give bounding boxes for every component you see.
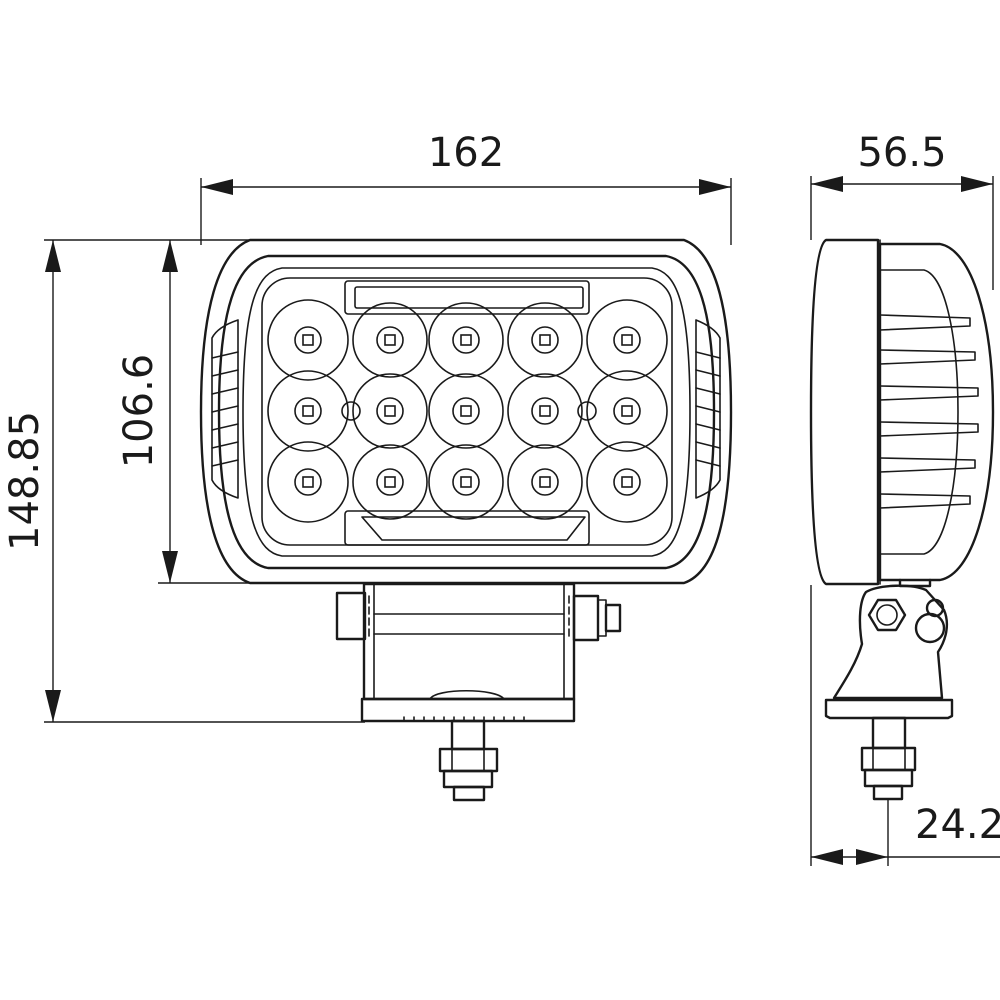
led-reflector xyxy=(586,441,668,523)
side-view-lamp xyxy=(809,238,995,801)
indicator-dot-right xyxy=(577,401,597,421)
led-cell xyxy=(586,370,668,452)
led-cell xyxy=(428,444,504,520)
led-ring xyxy=(376,397,404,425)
led-chip xyxy=(384,405,396,417)
led-reflector xyxy=(352,444,428,520)
led-ring xyxy=(376,326,404,354)
led-chip xyxy=(539,476,551,488)
led-cell xyxy=(428,373,504,449)
led-ring xyxy=(294,326,322,354)
led-cell xyxy=(507,444,583,520)
led-cell xyxy=(352,302,428,378)
led-ring xyxy=(452,468,480,496)
side-cooling-fins xyxy=(879,314,979,509)
led-cell xyxy=(267,370,349,452)
bracket-serrations xyxy=(368,595,570,637)
led-ring xyxy=(294,468,322,496)
led-chip xyxy=(460,476,472,488)
right-side-fins xyxy=(695,319,721,499)
led-reflector xyxy=(428,444,504,520)
led-cell xyxy=(267,441,349,523)
led-ring xyxy=(613,397,641,425)
dimension-total-height-label: 148.85 xyxy=(2,411,48,551)
led-cell xyxy=(352,373,428,449)
led-chip xyxy=(384,476,396,488)
led-reflector xyxy=(267,299,349,381)
led-reflector xyxy=(586,299,668,381)
led-ring xyxy=(294,397,322,425)
led-reflector xyxy=(428,373,504,449)
dimension-face-height: 106.6 xyxy=(116,240,250,584)
led-ring xyxy=(452,326,480,354)
led-reflector xyxy=(507,373,583,449)
led-reflector xyxy=(428,302,504,378)
bottom-light-bar xyxy=(344,510,590,546)
dimension-depth: 56.5 xyxy=(810,130,994,290)
front-view-lamp xyxy=(199,238,733,585)
led-chip xyxy=(539,405,551,417)
led-ring xyxy=(531,397,559,425)
led-chip xyxy=(460,334,472,346)
dimension-depth-label: 56.5 xyxy=(857,130,946,176)
indicator-dot-left xyxy=(341,401,361,421)
led-ring xyxy=(452,397,480,425)
led-reflector xyxy=(352,302,428,378)
led-cell xyxy=(586,299,668,381)
led-ring xyxy=(376,468,404,496)
led-cell xyxy=(352,444,428,520)
top-light-bar xyxy=(344,280,590,315)
led-chip xyxy=(460,405,472,417)
dimension-mount-offset: 24.2 xyxy=(810,585,1000,866)
front-view-bracket xyxy=(335,582,622,802)
dimension-mount-offset-label: 24.2 xyxy=(915,802,1000,848)
led-chip xyxy=(302,476,314,488)
led-cell xyxy=(267,299,349,381)
dimension-total-height: 148.85 xyxy=(2,239,365,723)
led-ring xyxy=(613,468,641,496)
dimension-width-label: 162 xyxy=(428,130,504,176)
left-side-fins xyxy=(211,319,239,499)
led-reflector xyxy=(507,302,583,378)
led-chip xyxy=(621,334,633,346)
led-reflector xyxy=(267,441,349,523)
led-chip xyxy=(621,405,633,417)
led-cell xyxy=(507,373,583,449)
led-ring xyxy=(531,326,559,354)
led-cell xyxy=(507,302,583,378)
led-chip xyxy=(621,476,633,488)
led-reflector xyxy=(352,373,428,449)
led-ring xyxy=(531,468,559,496)
led-chip xyxy=(302,405,314,417)
led-chip xyxy=(384,334,396,346)
led-chip xyxy=(302,334,314,346)
dimension-width: 162 xyxy=(200,130,732,245)
led-chip xyxy=(539,334,551,346)
dimension-face-height-label: 106.6 xyxy=(116,354,162,469)
led-cell xyxy=(428,302,504,378)
led-cell xyxy=(586,441,668,523)
led-ring xyxy=(613,326,641,354)
led-reflector xyxy=(586,370,668,452)
led-reflector xyxy=(267,370,349,452)
led-reflector xyxy=(507,444,583,520)
led-grid xyxy=(267,299,668,523)
